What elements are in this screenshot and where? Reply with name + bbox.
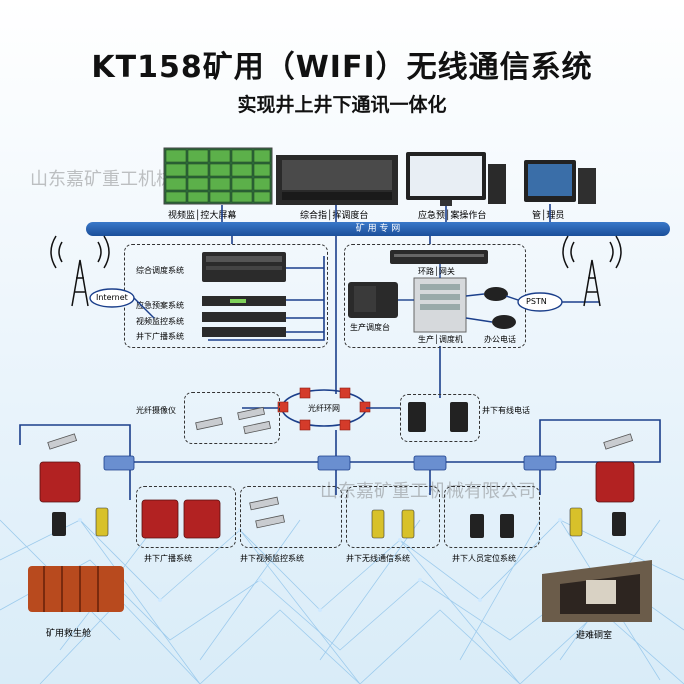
fiber-ring-label: 光纤环网 [308,404,340,413]
fiber-camera-label: 光纤摄像仪 [136,406,176,415]
internet-label: Internet [96,293,128,302]
personnel-location-group [444,486,540,548]
video-wall-icon [163,147,273,205]
mine-network-bus: 矿 用 专 网 [86,222,670,236]
emergency-desk-icon [406,152,506,206]
production-console-label: 生产调度台 [350,323,390,332]
emergency-plan-label: 应急预案系统 [136,301,184,310]
bottom-system-video: 井下视频监控系统 [240,554,304,563]
bottom-system-broadcast: 井下广播系统 [144,554,192,563]
fiber-camera-group [184,392,280,444]
rescue-capsule-label: 矿用救生舱 [46,629,92,639]
production-switch-label: 生产│调度机 [418,335,463,344]
rescue-capsule-icon [28,566,124,612]
page-subtitle: 实现井上井下通讯一体化 [237,94,447,116]
wireless-comm-group [346,486,440,548]
dispatch-desk-icon [276,155,398,205]
emergency-desk-label: 应急预│案操作台 [418,211,487,221]
ring-gateway-label: 环路│网关 [418,267,455,276]
refuge-chamber-icon [542,560,652,622]
admin-pc-icon [524,160,596,204]
bottom-system-location: 井下人员定位系统 [452,554,516,563]
bottom-system-wireless: 井下无线通信系统 [346,554,410,563]
dispatch-desk-label: 综合指│挥调度台 [300,211,369,221]
pstn-label: PSTN [526,297,547,306]
video-monitor-group [240,486,342,548]
integrated-dispatch-label: 综合调度系统 [136,266,184,275]
page-title: KT158矿用（WIFI）无线通信系统 [91,50,593,85]
video-wall-label: 视频监│控大屏幕 [168,211,237,221]
wired-phone-label: 井下有线电话 [482,406,530,415]
broadcast-system-label: 井下广播系统 [136,332,184,341]
office-phone-label: 办公电话 [484,335,516,344]
admin-label: 管│理员 [532,211,565,221]
refuge-chamber-label: 避难硐室 [576,631,613,641]
video-monitor-label: 视频监控系统 [136,317,184,326]
wired-phone-group [400,394,480,442]
broadcast-group [136,486,236,548]
